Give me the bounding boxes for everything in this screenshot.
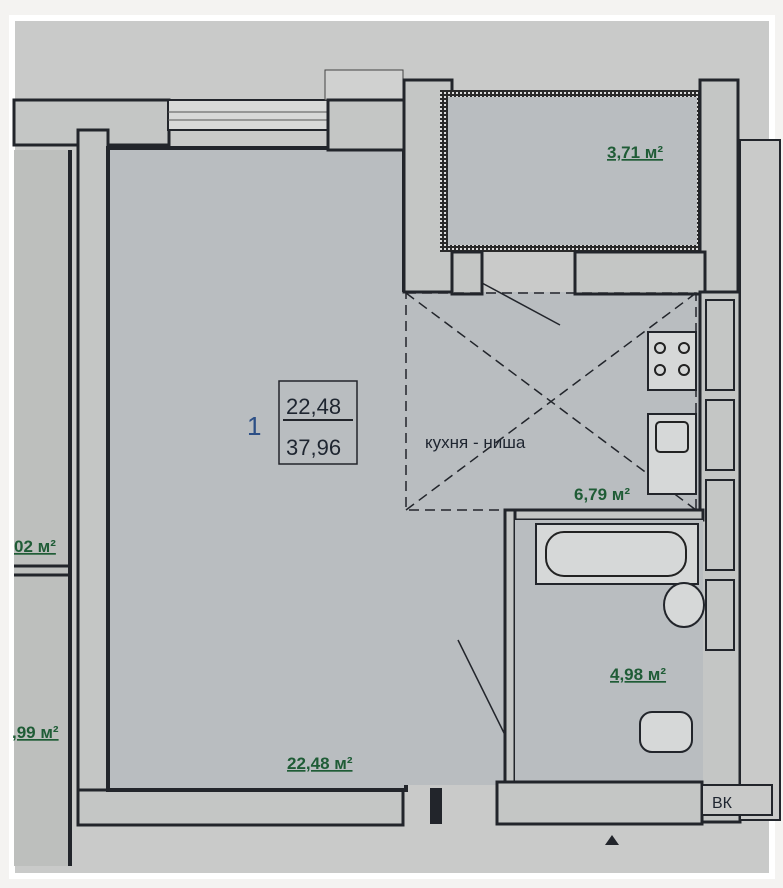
toilet-icon (639, 711, 693, 753)
bathtub-icon (535, 523, 699, 585)
total-area-value: 37,96 (286, 435, 341, 460)
door-swing (481, 282, 561, 326)
balcony-area: 3,71 м² (607, 143, 663, 162)
washbasin-icon (663, 582, 705, 628)
entrance-door-jamb (430, 788, 442, 824)
window (167, 99, 329, 131)
stove-icon (647, 331, 697, 391)
area-box (278, 380, 358, 465)
kitchen-niche-label: кухня - ниша (425, 433, 526, 452)
door-swing (457, 639, 506, 736)
kitchen-area: 6,79 м² (574, 485, 630, 504)
apartment-number: 1 (247, 411, 261, 441)
bottom-wall (76, 788, 405, 827)
living-room (106, 146, 408, 792)
bathroom-area: 4,98 м² (610, 665, 666, 684)
neighbor-kitchen (739, 139, 781, 821)
kitchen-zone-outline (405, 292, 697, 511)
neighbor-apartment (14, 150, 72, 866)
neighbor-upper-area: 02 м² (14, 537, 56, 556)
entrance-arrow-icon (605, 835, 619, 845)
left-wall (76, 128, 110, 827)
balcony (448, 97, 697, 245)
neighbor-lower-area: ,99 м² (12, 723, 59, 742)
shaft-box (701, 784, 773, 816)
balcony-door-sill (324, 69, 404, 101)
living-room-area: 22,48 м² (287, 754, 353, 773)
hallway (404, 510, 509, 785)
living-area-value: 22,48 (286, 394, 341, 419)
shaft-label: ВК (712, 795, 733, 812)
